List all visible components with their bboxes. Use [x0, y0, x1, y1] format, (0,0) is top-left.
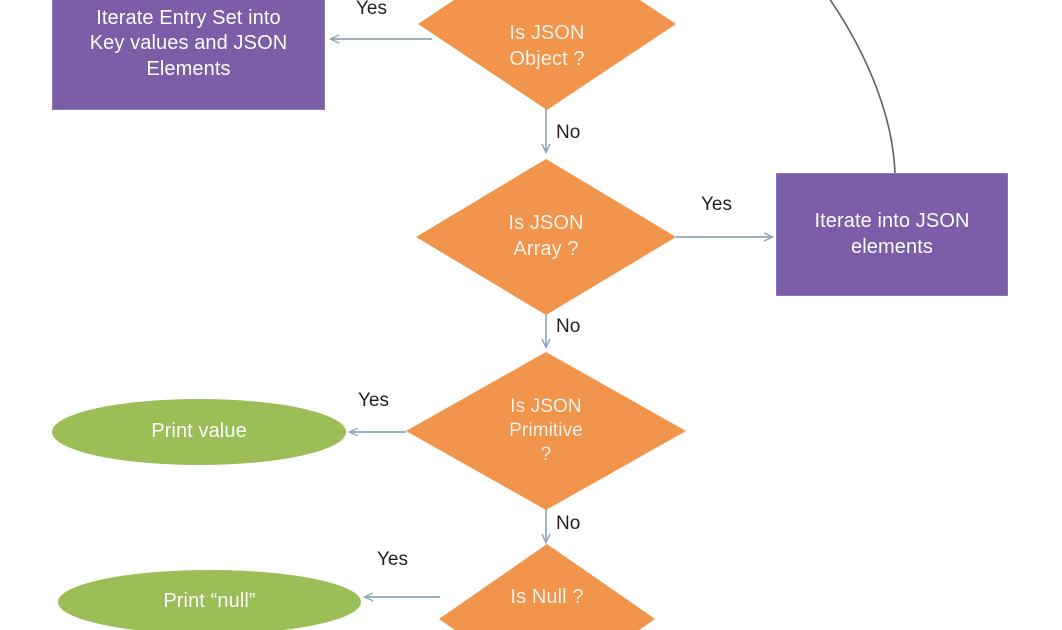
node-label: Iterate Entry Set into Key values and JS…: [89, 6, 288, 80]
node-print-value[interactable]: Print value: [52, 399, 346, 465]
edge-label-primitive-no: No: [556, 513, 581, 534]
node-label: Is JSON Object ?: [509, 22, 585, 70]
node-label: Is JSON Primitive ?: [509, 395, 583, 466]
node-is-json-object[interactable]: Is JSON Object ?: [418, 0, 676, 110]
node-print-null[interactable]: Print “null”: [58, 570, 361, 630]
node-label: Print “null”: [163, 590, 256, 613]
edge-label-object-no: No: [556, 122, 581, 143]
edge-label-primitive-yes: Yes: [358, 390, 389, 411]
node-iterate-into-json-elements[interactable]: Iterate into JSON elements: [776, 173, 1008, 296]
node-is-json-primitive[interactable]: Is JSON Primitive ?: [406, 352, 686, 510]
node-label: Is Null ?: [510, 586, 584, 609]
edge-label-array-yes: Yes: [701, 194, 732, 215]
node-label: Print value: [151, 420, 247, 443]
edge-label-object-yes: Yes: [356, 0, 387, 19]
node-label: Iterate into JSON elements: [814, 209, 970, 258]
node-iterate-entry-set[interactable]: Iterate Entry Set into Key values and JS…: [52, 0, 325, 110]
edge-label-array-no: No: [556, 316, 581, 337]
node-is-null[interactable]: Is Null ?: [439, 544, 655, 630]
node-label: Is JSON Array ?: [508, 212, 584, 260]
edge-loop-back: [829, 0, 896, 174]
node-is-json-array[interactable]: Is JSON Array ?: [416, 159, 676, 315]
edge-label-null-yes: Yes: [377, 549, 408, 570]
